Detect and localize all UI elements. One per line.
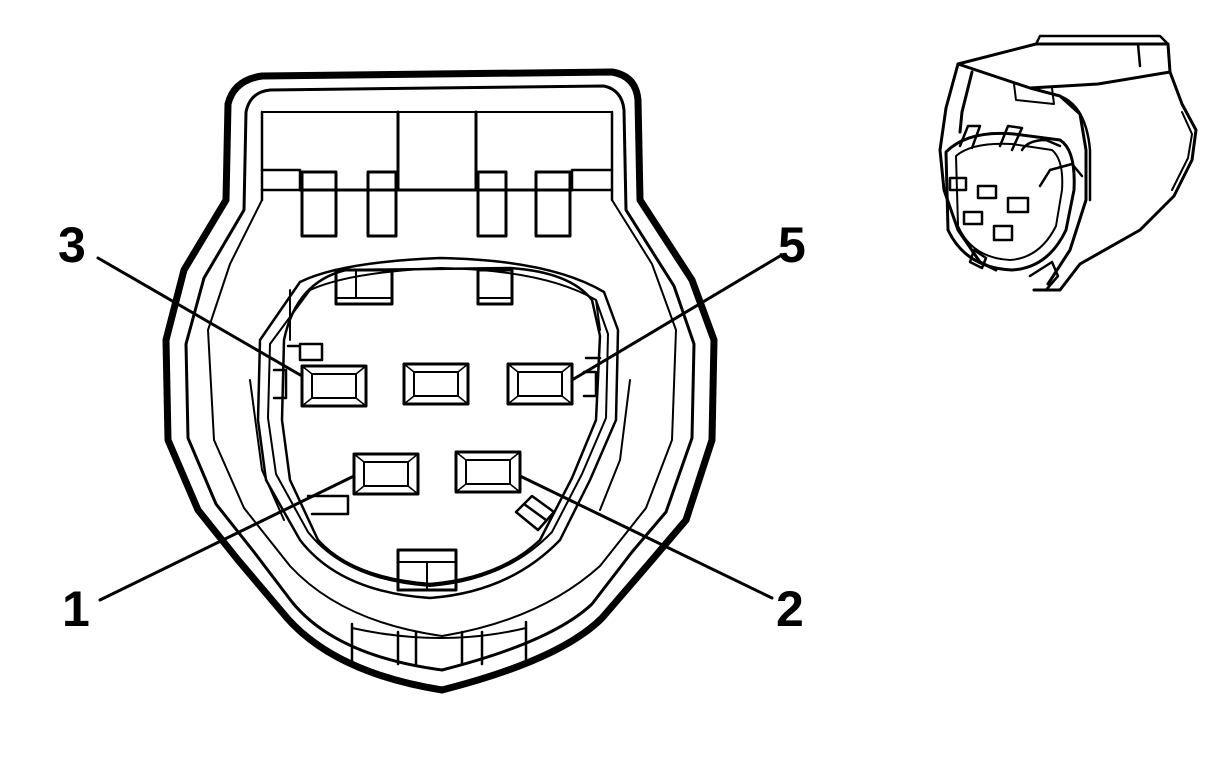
- callout-label-1: 1: [62, 581, 90, 637]
- side-rib-left-lower: [306, 494, 350, 516]
- leader-line-2: [518, 474, 774, 600]
- leader-line-3: [96, 256, 304, 378]
- iso-terminal: [948, 176, 968, 192]
- cavity-wall: [280, 266, 602, 586]
- connector-face-view: 3 5 1 2: [58, 68, 806, 694]
- leader-line-5: [570, 254, 782, 382]
- iso-terminal: [976, 184, 998, 200]
- housing-bottom-skirt: [350, 620, 528, 666]
- callout-label-2: 2: [776, 581, 804, 637]
- housing-rim-outline: [207, 111, 677, 637]
- side-rib-right: [582, 356, 602, 398]
- terminal-cavity-4: [402, 362, 470, 406]
- terminal-cavity-3: [300, 364, 368, 408]
- iso-body-side: [1032, 70, 1198, 292]
- connector-isometric-view: [938, 34, 1198, 292]
- latch-tab: [366, 170, 398, 238]
- housing-inner-outline: [184, 84, 696, 672]
- top-latch-block: [260, 110, 614, 238]
- callout-label-3: 3: [58, 217, 86, 273]
- housing-outer-outline: [162, 68, 718, 694]
- latch-tab: [476, 170, 508, 238]
- terminal-cavity-2: [454, 450, 522, 494]
- cavity-key-top-left: [334, 268, 394, 306]
- callout-label-5: 5: [778, 217, 806, 273]
- side-rib-right-lower: [514, 494, 556, 532]
- iso-terminal: [1006, 196, 1030, 214]
- latch-tab: [534, 170, 572, 238]
- side-rib-left: [272, 342, 324, 400]
- cavity-key-top-right: [476, 268, 514, 306]
- terminal-cavity-5: [506, 362, 574, 406]
- iso-terminal: [992, 224, 1014, 242]
- latch-tab: [300, 170, 338, 238]
- side-wall-lines: [249, 289, 631, 521]
- cavity-shell-inner: [267, 267, 609, 587]
- iso-terminal: [962, 210, 984, 226]
- leader-line-1: [98, 474, 356, 602]
- cavity-key-bottom: [396, 548, 458, 592]
- iso-face: [944, 131, 1076, 272]
- terminal-cavity-1: [352, 452, 420, 496]
- cavity-shell-outer: [256, 256, 620, 600]
